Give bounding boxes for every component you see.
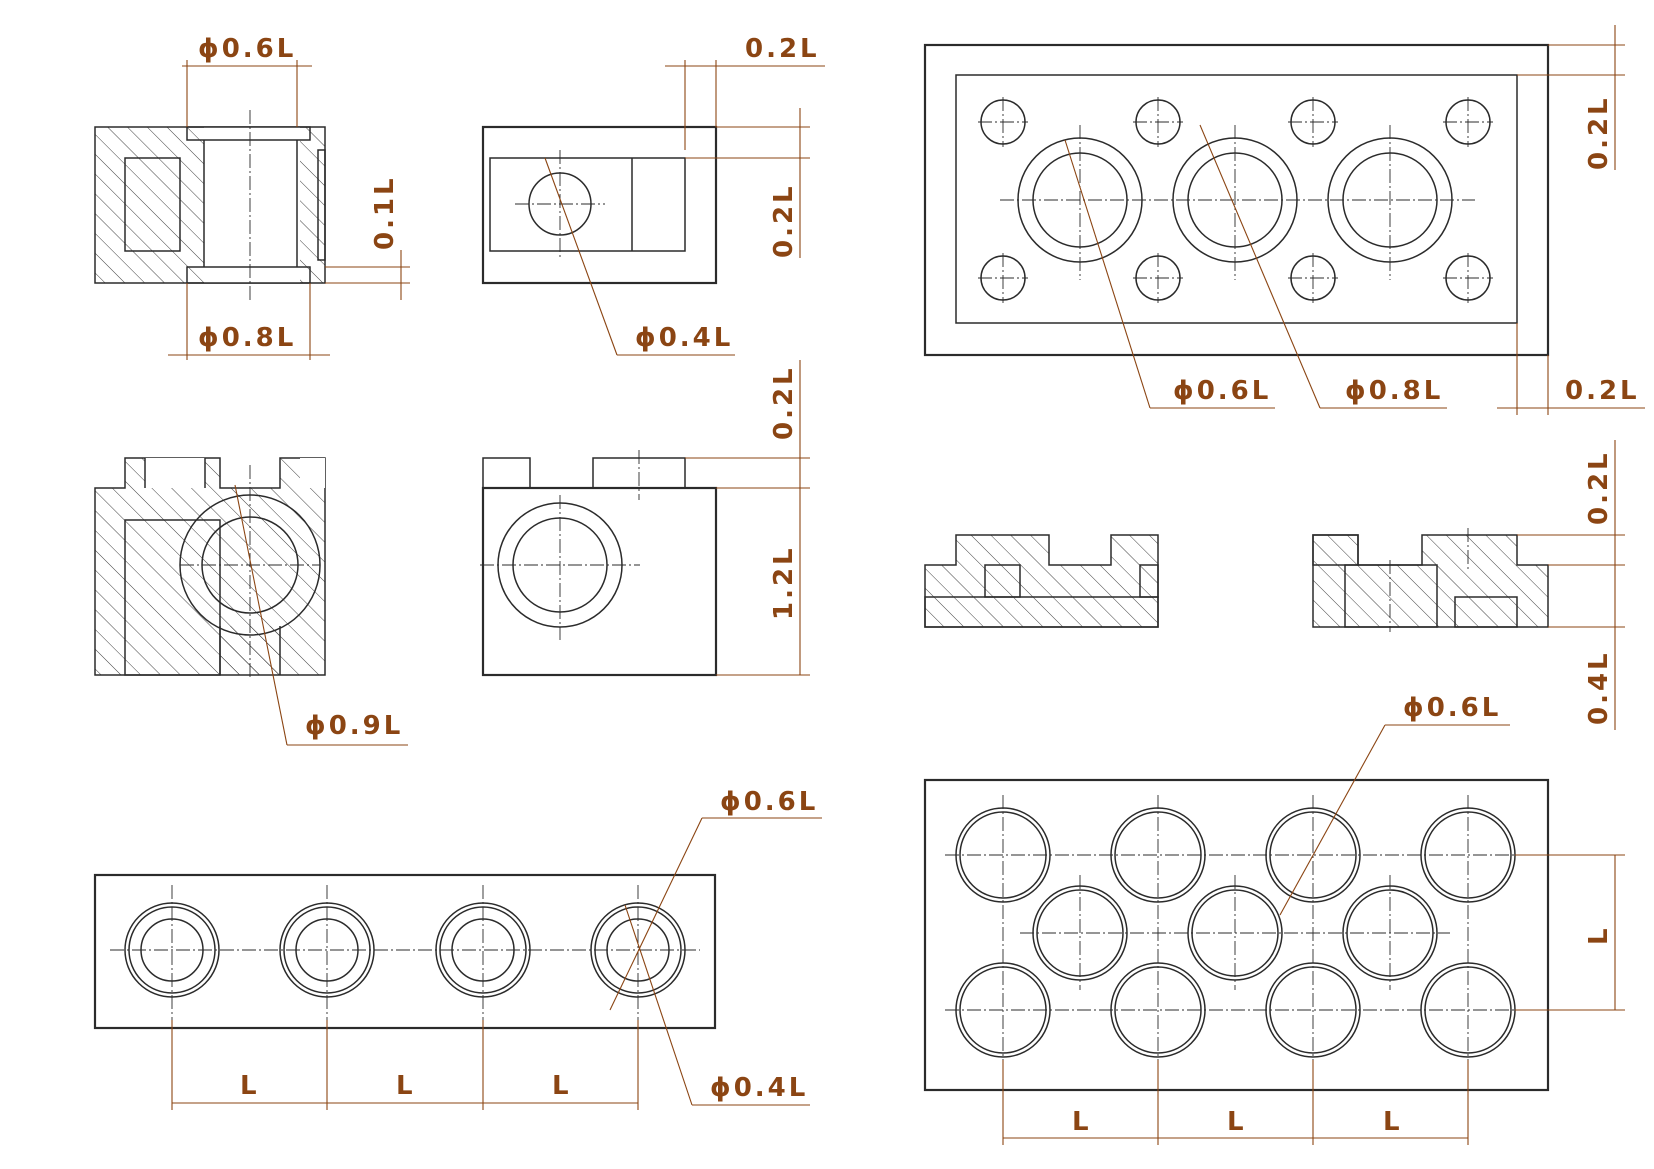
dim-plate-rim: 0.2L [1584,95,1614,170]
dim-pitch-3: L [552,1071,572,1101]
view-side-top: 0.2L 0.2L ϕ0.4L [481,34,825,356]
dim-plate-rim-bottom: 0.2L [1565,376,1640,406]
dim-section-stud: 0.2L [1584,450,1614,525]
dim-hole-dia: ϕ0.4L [635,323,733,353]
grid-holes [955,807,1516,1058]
dim-gap: 0.2L [745,34,820,64]
dim-section-body: 0.4L [1584,650,1614,725]
dim-pitch-1: L [240,1071,260,1101]
view-bottom-1x4: L L L ϕ0.6L ϕ0.4L [93,787,822,1110]
view-plate-top: 0.2L 0.2L ϕ0.6L ϕ0.8L [923,25,1645,415]
view-sections-right: 0.2L 0.4L [924,440,1625,730]
dim-pitch-2: L [396,1071,416,1101]
dim-grid-hole: ϕ0.6L [1403,693,1501,723]
dim-row-pitch: L [1584,925,1614,945]
view-section-middle-left: ϕ0.9L [94,457,408,746]
dim-top-diameter: ϕ0.6L [198,34,296,64]
dim-col-pitch-1: L [1072,1107,1092,1137]
dim-outer-hole: ϕ0.6L [720,787,818,817]
view-section-top-left: ϕ0.6L ϕ0.8L 0.1L [94,34,410,360]
dim-large-hole-outer: ϕ0.8L [1345,376,1443,406]
dim-large-hole-inner: ϕ0.6L [1173,376,1271,406]
inner-slot [124,157,181,252]
dim-side: 0.2L [769,183,799,258]
side-body [481,125,718,285]
dim-col-pitch-2: L [1227,1107,1247,1137]
dim-bottom-diameter: ϕ0.8L [198,323,296,353]
dim-body-height: 1.2L [769,545,799,620]
dim-stud-height: 0.2L [769,365,799,440]
dim-wall-thickness: 0.1L [370,175,400,250]
view-side-middle: 0.2L 1.2L [480,360,810,677]
dim-round-hole: ϕ0.9L [305,711,403,741]
dim-inner-hole: ϕ0.4L [710,1073,808,1103]
view-bottom-plate-grid: L L L L ϕ0.6L [923,693,1625,1145]
tube-bore [204,127,300,283]
dim-col-pitch-3: L [1383,1107,1403,1137]
